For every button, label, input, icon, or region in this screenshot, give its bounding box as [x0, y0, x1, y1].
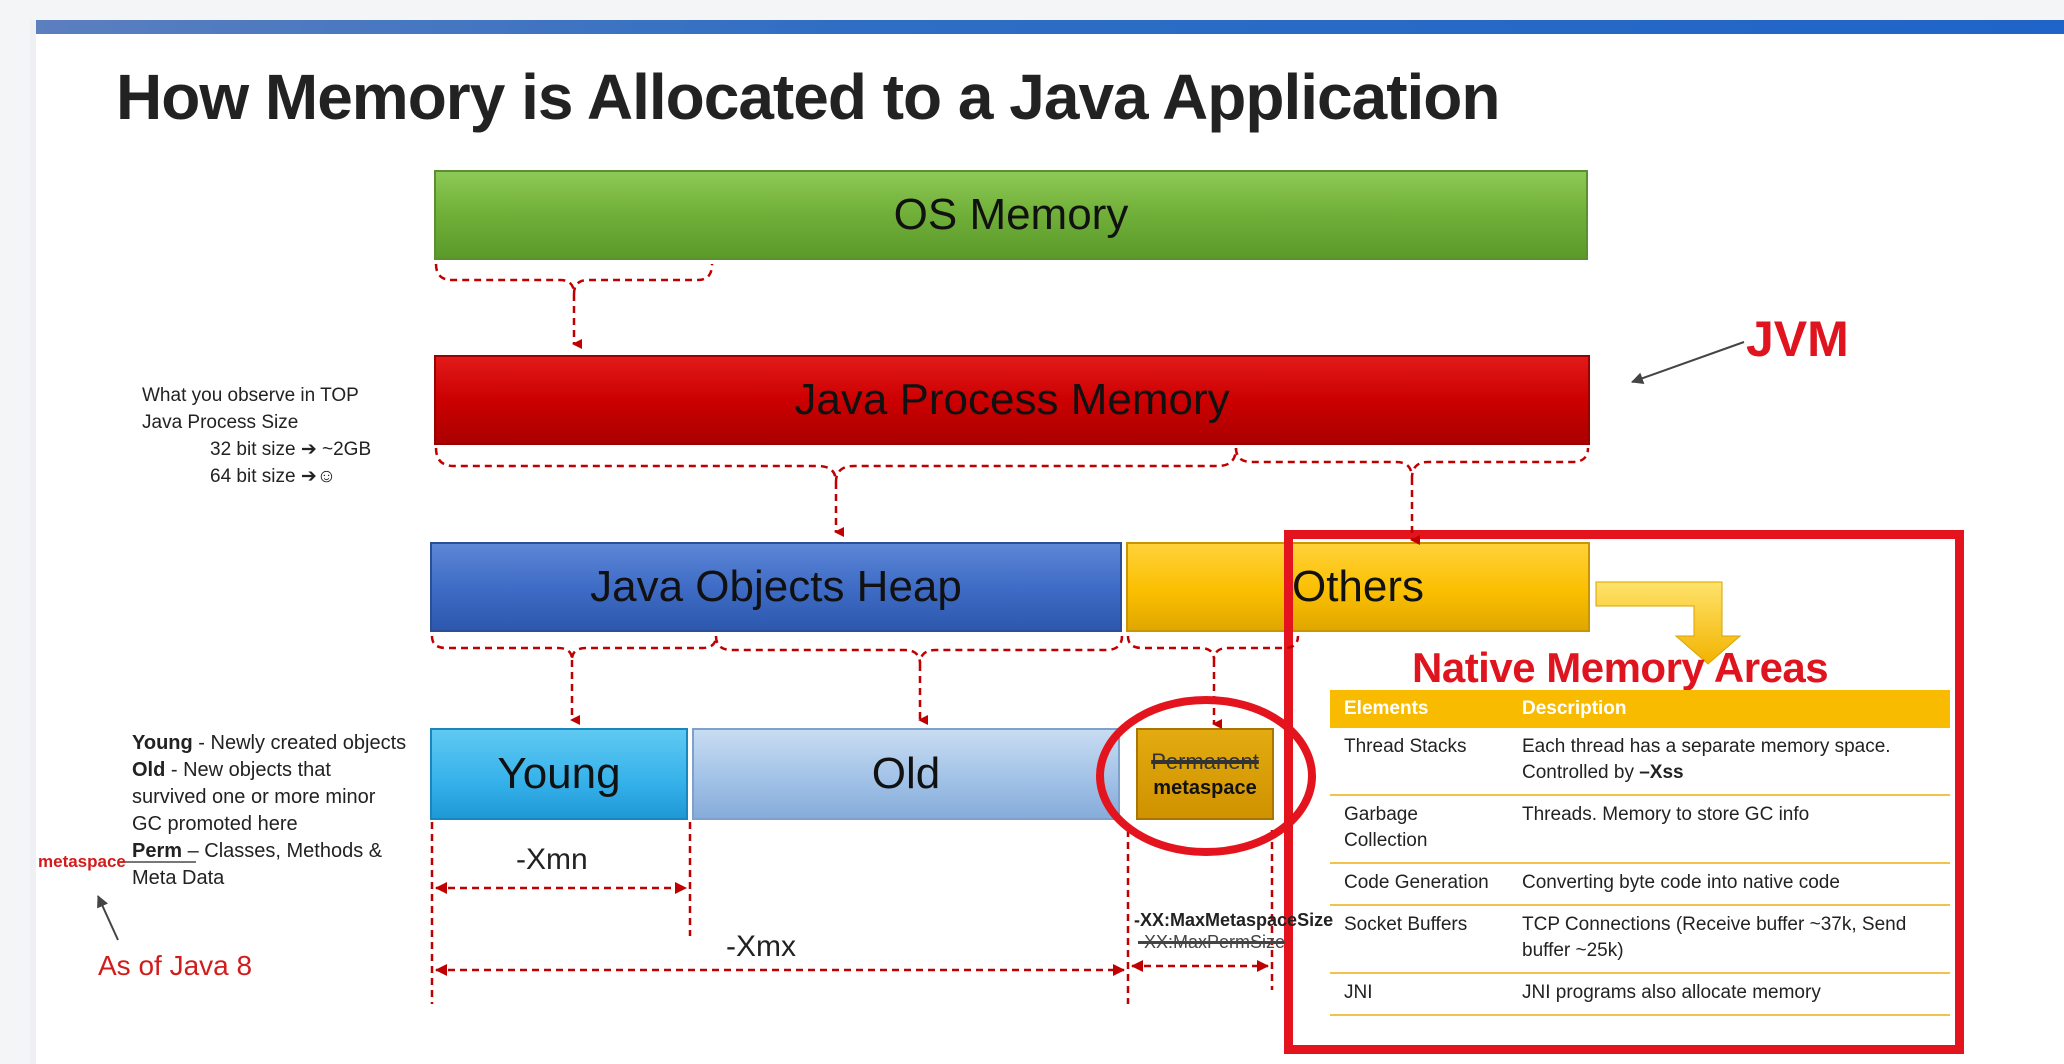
table-row: JNI JNI programs also allocate memory	[1330, 973, 1950, 1016]
others-box: Others	[1126, 542, 1590, 632]
young-generation-box: Young	[430, 728, 688, 820]
metaspace-label: metaspace	[1153, 776, 1257, 799]
note-line: What you observe in TOP	[142, 385, 359, 406]
os-brace	[434, 263, 714, 295]
row-element: Socket Buffers	[1330, 905, 1508, 974]
old-desc-3: GC promoted here	[132, 813, 298, 835]
java8-arrow	[97, 895, 119, 941]
xmx-label: -Xmx	[726, 930, 796, 963]
table-row: Code Generation Converting byte code int…	[1330, 863, 1950, 906]
note-line: 64 bit size ➔☺	[210, 466, 337, 487]
native-memory-table: Elements Description Thread Stacks Each …	[1330, 690, 1950, 1016]
others-perm-brace	[1126, 635, 1300, 661]
jvm-arrow	[1631, 341, 1745, 384]
process-others-brace	[1234, 447, 1590, 479]
young-term: Young	[132, 732, 193, 754]
header-description: Description	[1508, 690, 1950, 728]
row-element: JNI	[1330, 973, 1508, 1016]
note-line: 32 bit size ➔ ~2GB	[210, 439, 372, 460]
heap-young-brace	[430, 635, 718, 661]
row-description-text: Each thread has a separate memory space.…	[1522, 736, 1891, 783]
permanent-label: Permanent	[1151, 748, 1259, 774]
page-title: How Memory is Allocated to a Java Applic…	[116, 61, 1500, 133]
header-elements: Elements	[1330, 690, 1508, 728]
table-row: Garbage Collection Threads. Memory to st…	[1330, 795, 1950, 864]
generations-note: Young - Newly created objects Old - New …	[132, 730, 406, 892]
others-to-native-arrow	[1595, 581, 1742, 665]
max-perm-label: -XX:MaxPermSize	[1138, 932, 1286, 952]
old-term: Old	[132, 759, 166, 781]
row-description: Converting byte code into native code	[1508, 863, 1950, 906]
permanent-generation-box: Permanent metaspace	[1136, 728, 1274, 820]
xmn-label: -Xmn	[516, 843, 588, 876]
java-objects-heap-box: Java Objects Heap	[430, 542, 1122, 632]
os-memory-box: OS Memory	[434, 170, 1588, 260]
old-desc-2: survived one or more minor	[132, 786, 376, 808]
as-of-java8-label: As of Java 8	[98, 950, 253, 981]
row-description: JNI programs also allocate memory	[1508, 973, 1950, 1016]
native-memory-highlight-box	[1284, 530, 1964, 1054]
max-metaspace-label: -XX:MaxMetaspaceSize	[1134, 910, 1334, 930]
old-generation-box: Old	[692, 728, 1120, 820]
heap-old-brace	[714, 635, 1124, 665]
row-element: Thread Stacks	[1330, 728, 1508, 796]
jvm-label: JVM	[1746, 311, 1849, 367]
permanent-highlight-circle	[1096, 696, 1316, 856]
slide-left-edge	[30, 20, 36, 1064]
row-description: TCP Connections (Receive buffer ~37k, Se…	[1508, 905, 1950, 974]
slide-top-bar	[36, 20, 2064, 34]
perm-term: Perm	[132, 840, 183, 862]
top-observation-note: What you observe in TOP Java Process Siz…	[142, 382, 371, 490]
old-desc: - New objects that	[165, 759, 331, 781]
perm-desc: – Classes, Methods &	[182, 840, 383, 862]
native-memory-areas-title: Native Memory Areas	[1412, 644, 1829, 691]
young-desc: - Newly created objects	[192, 732, 407, 754]
row-element: Code Generation	[1330, 863, 1508, 906]
java-process-memory-box: Java Process Memory	[434, 355, 1590, 445]
row-description-bold: –Xss	[1639, 762, 1684, 783]
table-header-row: Elements Description	[1330, 690, 1950, 728]
perm-desc-2: Meta Data	[132, 867, 225, 889]
process-heap-brace	[434, 447, 1238, 483]
note-line: Java Process Size	[142, 412, 299, 433]
metaspace-red-label: metaspace	[38, 852, 126, 871]
row-element: Garbage Collection	[1330, 795, 1508, 864]
table-row: Thread Stacks Each thread has a separate…	[1330, 728, 1950, 796]
row-description: Each thread has a separate memory space.…	[1508, 728, 1950, 796]
row-description: Threads. Memory to store GC info	[1508, 795, 1950, 864]
table-row: Socket Buffers TCP Connections (Receive …	[1330, 905, 1950, 974]
